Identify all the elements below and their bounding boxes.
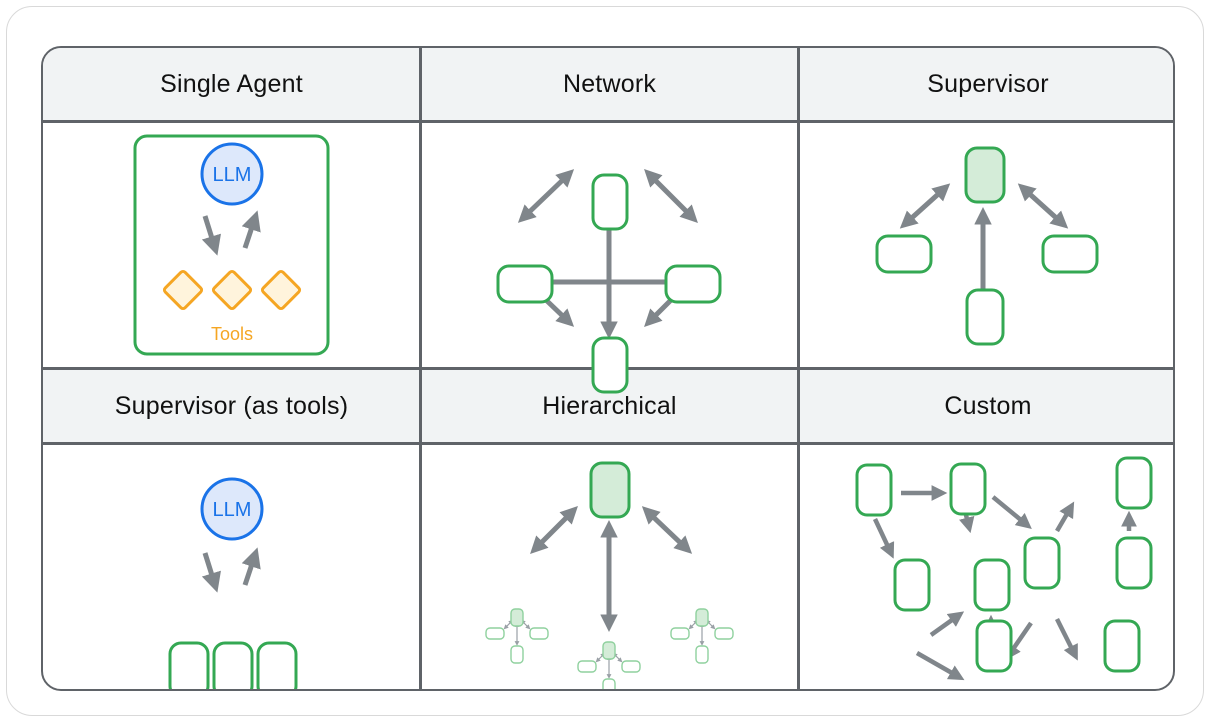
agent-tool-node — [212, 641, 254, 689]
arrow-diagonal — [899, 183, 951, 229]
single-agent-diagram: LLM Tools — [43, 122, 420, 367]
agent-node — [1103, 619, 1141, 673]
architecture-grid: Single Agent Network Supervisor Supervis… — [41, 46, 1175, 691]
agent-node — [591, 173, 629, 231]
arrow-up — [241, 547, 261, 586]
agent-tool-node — [168, 641, 210, 689]
agent-node — [973, 558, 1011, 612]
arrow — [991, 495, 1032, 530]
agent-node — [949, 462, 987, 516]
sub-team-group — [578, 642, 640, 691]
grid-line — [43, 442, 1173, 445]
panel-title: Supervisor (as tools) — [114, 391, 349, 420]
sub-team-group — [486, 609, 548, 663]
supervisor-svg — [875, 146, 1099, 346]
custom-svg — [855, 456, 1153, 681]
agent-node — [591, 336, 629, 394]
single-agent-svg: LLM Tools — [133, 134, 330, 356]
agent-tool-node — [256, 641, 298, 689]
grid-line — [797, 48, 800, 689]
panel-title: Custom — [944, 391, 1032, 420]
agent-node — [1041, 234, 1099, 274]
panel-title: Supervisor — [927, 69, 1049, 98]
arrow-up — [241, 210, 261, 249]
arrow-down — [201, 552, 221, 593]
agent-boundary — [133, 134, 330, 356]
agent-node — [1023, 536, 1061, 590]
arrow — [929, 611, 965, 637]
arrow — [872, 518, 895, 559]
arrow-diagonal — [1017, 183, 1069, 229]
llm-node: LLM — [200, 142, 264, 206]
hierarchical-svg — [421, 461, 798, 691]
tool-diamond-icon — [211, 269, 253, 311]
arrow-down — [201, 215, 221, 256]
supervisor-as-tools-diagram: LLM — [43, 445, 420, 689]
supervisor-node — [964, 146, 1006, 204]
arrow-diagonal — [641, 506, 693, 554]
agent-node — [975, 619, 1013, 673]
tool-diamond-icon — [162, 269, 204, 311]
arrow — [915, 651, 965, 681]
network-svg — [496, 169, 722, 394]
arrow-diagonal — [644, 169, 698, 223]
arrow — [1055, 501, 1075, 533]
header-network: Network — [421, 48, 798, 120]
agent-node — [965, 288, 1005, 346]
header-single-agent: Single Agent — [43, 48, 420, 120]
supervisor-as-tools-svg: LLM — [168, 477, 298, 689]
panel-title: Hierarchical — [542, 391, 677, 420]
llm-label: LLM — [213, 499, 252, 521]
agent-node — [496, 264, 554, 304]
panel-title: Network — [562, 69, 657, 98]
agent-node — [893, 558, 931, 612]
tool-diamond-icon — [260, 269, 302, 311]
header-supervisor: Supervisor — [799, 48, 1173, 120]
agent-node — [875, 234, 933, 274]
grid-line — [419, 48, 422, 689]
top-supervisor-node — [589, 461, 631, 519]
agent-node — [855, 463, 893, 517]
figure-card: Single Agent Network Supervisor Supervis… — [6, 6, 1204, 716]
panel-title: Single Agent — [160, 69, 303, 98]
tools-label: Tools — [211, 324, 253, 344]
grid-line — [43, 120, 1173, 123]
supervisor-diagram — [799, 122, 1173, 367]
llm-label: LLM — [213, 164, 252, 186]
network-diagram — [421, 122, 798, 394]
agent-node — [1115, 536, 1153, 590]
arrow-diagonal — [530, 506, 578, 554]
arrow-diagonal — [517, 169, 575, 223]
agent-node — [664, 264, 722, 304]
arrow — [1054, 617, 1078, 661]
sub-team-group — [671, 609, 733, 663]
header-custom: Custom — [799, 370, 1173, 442]
agent-node — [1115, 456, 1153, 510]
custom-diagram — [799, 445, 1173, 689]
llm-node: LLM — [200, 477, 264, 541]
hierarchical-diagram — [421, 445, 798, 691]
header-supervisor-as-tools: Supervisor (as tools) — [43, 370, 420, 442]
arrow — [1005, 621, 1033, 661]
